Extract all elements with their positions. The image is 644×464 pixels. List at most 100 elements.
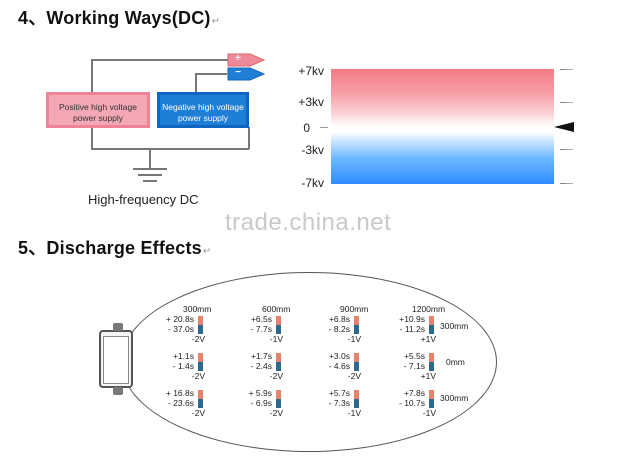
row-label-upper: 300mm: [440, 321, 469, 331]
section-5-number: 5、: [18, 238, 47, 258]
negative-bar: [429, 362, 434, 371]
negative-time: - 2.4s: [250, 361, 272, 371]
positive-bar: [354, 353, 359, 362]
negative-time: - 23.6s: [168, 398, 194, 408]
section-5-title: Discharge Effects: [46, 238, 202, 258]
measurement-cell: +10.9s - 11.2s +1V: [394, 315, 442, 345]
ionizer-top-knob: [113, 323, 123, 331]
zero-tick-left: [320, 127, 328, 128]
section-4-title: Working Ways(DC): [46, 8, 211, 28]
dash-minus7-b: [566, 183, 573, 184]
residual-voltage: -2V: [191, 408, 205, 418]
section-4-number: 4、: [18, 8, 47, 28]
measurement-cell: +7.8s - 10.7s -1V: [394, 389, 442, 419]
measurement-cell: +3.0s - 4.6s -2V: [319, 352, 367, 382]
positive-time: +5.5s: [403, 351, 425, 361]
negative-bar: [198, 399, 203, 408]
positive-time: +5.7s: [328, 388, 350, 398]
positive-bar: [429, 353, 434, 362]
positive-bar: [198, 353, 203, 362]
positive-bar: [354, 316, 359, 325]
voltage-gradient-bar: [331, 69, 554, 184]
positive-time: +3.0s: [328, 351, 350, 361]
ionizer-bottom-knob: [113, 387, 123, 395]
negative-time: - 10.7s: [399, 398, 425, 408]
positive-time: +7.8s: [403, 388, 425, 398]
negative-bar: [276, 362, 281, 371]
measurement-cell: +5.7s - 7.3s -1V: [319, 389, 367, 419]
wire-top: [91, 59, 243, 61]
wire-left-down: [91, 127, 93, 149]
negative-bar: [198, 325, 203, 334]
high-frequency-dc-caption: High-frequency DC: [88, 192, 199, 207]
positive-bar: [276, 390, 281, 399]
negative-time: - 7.1s: [403, 361, 425, 371]
measurement-cell: +6.5s - 7.7s -1V: [241, 315, 289, 345]
residual-voltage: -1V: [347, 408, 361, 418]
positive-time: +10.9s: [399, 314, 425, 324]
voltage-label-plus3: +3kv: [298, 95, 324, 109]
negative-supply-label: Negative high voltage power supply: [162, 102, 244, 123]
zero-pointer-icon: [554, 122, 574, 132]
negative-bar: [354, 399, 359, 408]
residual-voltage: -2V: [191, 371, 205, 381]
negative-time: - 8.2s: [328, 324, 350, 334]
wire-neg-up: [195, 73, 197, 94]
residual-voltage: -1V: [422, 408, 436, 418]
residual-voltage: -2V: [269, 371, 283, 381]
measurement-cell: +5.5s - 7.1s +1V: [394, 352, 442, 382]
negative-time: - 7.3s: [328, 398, 350, 408]
negative-time: - 6.9s: [250, 398, 272, 408]
positive-time: +1.7s: [250, 351, 272, 361]
positive-time: +6.8s: [328, 314, 350, 324]
dash-plus3-b: [566, 102, 573, 103]
measurement-cell: + 5.9s - 6.9s -2V: [241, 389, 289, 419]
minus-arrow-shape: [227, 67, 266, 81]
positive-bar: [429, 316, 434, 325]
positive-time: + 5.9s: [248, 388, 272, 398]
positive-bar: [276, 353, 281, 362]
dash-minus3-b: [566, 149, 573, 150]
measurement-cell: + 16.8s - 23.6s -2V: [163, 389, 211, 419]
residual-voltage: -1V: [269, 334, 283, 344]
dash-minus7-a: [560, 183, 567, 184]
voltage-label-minus7: -7kv: [301, 176, 324, 190]
row-label-lower: 300mm: [440, 393, 469, 403]
wire-left-up: [91, 59, 93, 94]
negative-supply-box: Negative high voltage power supply: [157, 92, 249, 128]
positive-time: +6.5s: [250, 314, 272, 324]
wire-right-down: [248, 127, 250, 149]
distance-label-600: 600mm: [262, 304, 291, 314]
negative-time: - 37.0s: [168, 324, 194, 334]
section-4-heading: 4、Working Ways(DC)↵: [18, 4, 220, 30]
measurement-cell: +6.8s - 8.2s -1V: [319, 315, 367, 345]
residual-voltage: -2V: [269, 408, 283, 418]
positive-supply-box: Positive high voltage power supply: [46, 92, 150, 128]
ground-stem: [149, 148, 151, 168]
residual-voltage: -1V: [347, 334, 361, 344]
return-mark: ↵: [202, 246, 212, 257]
negative-bar: [354, 362, 359, 371]
dash-plus3-a: [560, 102, 567, 103]
measurement-cell: +1.1s - 1.4s -2V: [163, 352, 211, 382]
positive-bar: [198, 316, 203, 325]
polarity-arrows: [227, 53, 266, 81]
distance-label-1200: 1200mm: [412, 304, 446, 314]
distance-label-300: 300mm: [183, 304, 212, 314]
negative-time: - 4.6s: [328, 361, 350, 371]
ground-line-3: [143, 180, 157, 182]
dash-minus3-a: [560, 149, 567, 150]
plus-sign: +: [235, 53, 241, 64]
negative-time: - 1.4s: [172, 361, 194, 371]
positive-supply-label: Positive high voltage power supply: [59, 102, 137, 123]
negative-bar: [198, 362, 203, 371]
row-label-center: 0mm: [446, 357, 465, 367]
dash-plus7-b: [566, 69, 573, 70]
positive-bar: [198, 390, 203, 399]
ground-line-2: [138, 174, 162, 176]
distance-label-900: 900mm: [340, 304, 369, 314]
positive-time: + 20.8s: [165, 314, 194, 324]
residual-voltage: +1V: [420, 371, 436, 381]
wire-neg-link: [195, 73, 227, 75]
positive-bar: [276, 316, 281, 325]
